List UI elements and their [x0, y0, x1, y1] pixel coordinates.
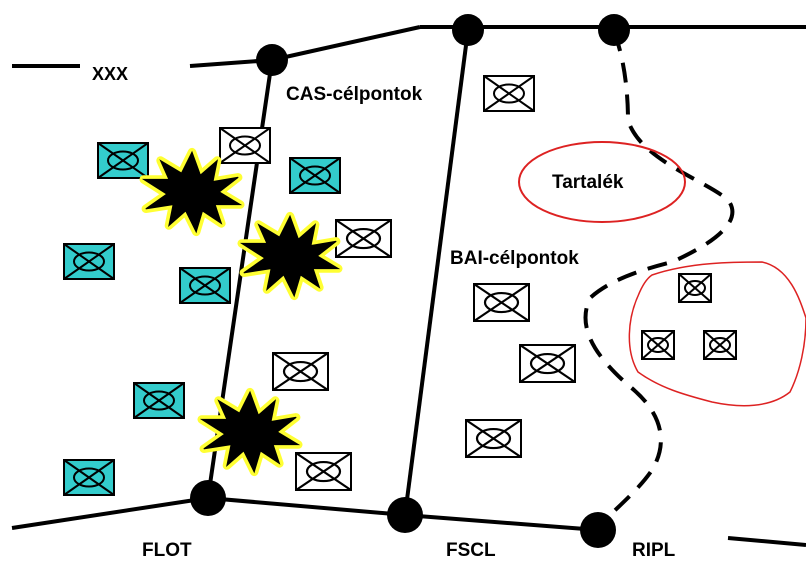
friendly-unit-icon — [63, 459, 115, 496]
enemy-unit-icon — [483, 75, 535, 112]
junction-point — [598, 14, 630, 46]
junction-point — [387, 497, 423, 533]
junction-point — [452, 14, 484, 46]
ripl-dashed-line — [583, 31, 735, 522]
cas-targets-label: CAS-célpontok — [286, 84, 423, 105]
explosions — [144, 152, 339, 472]
bottom-boundary-mid-line — [207, 496, 406, 517]
enemy-reserve-area — [628, 261, 806, 407]
bottom-boundary-left-line — [11, 496, 209, 530]
enemy-unit-icon — [464, 418, 523, 459]
explosion-icon — [202, 392, 299, 472]
friendly-unit-icon — [133, 382, 185, 419]
junction-points — [190, 14, 630, 548]
enemy-units — [219, 75, 737, 492]
friendly-units — [63, 142, 341, 496]
ripl-label: RIPL — [632, 540, 676, 561]
bottom-boundary-right-line — [404, 513, 599, 532]
tartalek-label: Tartalék — [552, 172, 624, 193]
junction-point — [256, 44, 288, 76]
friendly-unit-icon — [97, 142, 149, 179]
explosion-icon — [242, 216, 339, 296]
flot-label: FLOT — [142, 540, 192, 561]
enemy-reserve-unit-icon — [641, 330, 675, 360]
enemy-unit-icon — [271, 351, 330, 392]
enemy-unit-icon — [294, 451, 353, 492]
xxx-boundary-label: XXX — [92, 64, 128, 84]
enemy-reserve-unit-icon — [703, 330, 737, 360]
friendly-unit-icon — [179, 267, 231, 304]
bai-targets-label: BAI-célpontok — [450, 248, 579, 269]
friendly-unit-icon — [63, 243, 115, 280]
top-boundary-upper-line — [271, 25, 421, 62]
enemy-unit-icon — [219, 127, 271, 164]
enemy-reserve-unit-icon — [678, 273, 712, 303]
fscl-line — [403, 29, 470, 516]
junction-point — [190, 480, 226, 516]
bottom-boundary-far-right-line — [727, 536, 806, 547]
enemy-unit-icon — [334, 218, 393, 259]
enemy-unit-icon — [472, 282, 531, 323]
explosion-icon — [144, 152, 241, 232]
friendly-unit-icon — [289, 157, 341, 194]
fscl-label: FSCL — [446, 540, 496, 561]
enemy-unit-icon — [518, 343, 577, 384]
junction-point — [580, 512, 616, 548]
reserve-ellipse — [518, 141, 686, 223]
